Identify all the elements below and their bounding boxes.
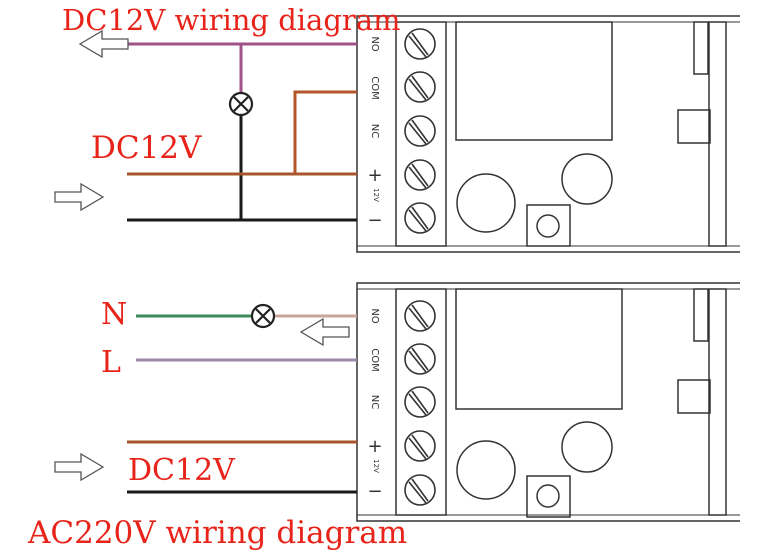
- top-input-arrow-icon: [54, 183, 104, 211]
- top-power-label: DC12V: [91, 130, 202, 166]
- bottom-terminal-com: COM: [369, 348, 380, 371]
- bottom-terminal-nc: NC: [369, 395, 380, 409]
- top-wire-com: [293, 90, 357, 174]
- bottom-l-label: L: [101, 345, 121, 380]
- bottom-lamp-icon: [250, 303, 276, 329]
- top-terminal-minus: −: [367, 210, 382, 231]
- top-wires: [127, 42, 357, 222]
- bottom-title: AC220V wiring diagram: [27, 515, 407, 551]
- top-diagram: NO COM NC + 12V − DC12V wiring diagram D…: [54, 3, 740, 253]
- bottom-terminal-no: NO: [369, 308, 380, 323]
- bottom-n-label: N: [101, 297, 127, 332]
- bottom-input-arrow-icon: [54, 453, 104, 481]
- bottom-wires: [127, 314, 357, 494]
- bottom-ac-arrow-icon: [300, 318, 350, 346]
- bottom-terminal-12v: 12V: [372, 459, 380, 473]
- top-terminal-plus: +: [367, 165, 382, 186]
- top-terminal-no: NO: [369, 36, 380, 51]
- top-terminal-com: COM: [369, 76, 380, 99]
- top-lamp-icon: [228, 91, 254, 117]
- bottom-terminal-plus: +: [367, 436, 382, 457]
- top-title: DC12V wiring diagram: [62, 3, 401, 37]
- top-terminal-nc: NC: [369, 124, 380, 138]
- bottom-terminal-minus: −: [367, 481, 382, 502]
- top-terminal-12v: 12V: [372, 188, 380, 202]
- bottom-terminal-labels: NO COM NC + 12V −: [367, 308, 382, 502]
- top-terminal-labels: NO COM NC + 12V −: [367, 36, 382, 231]
- bottom-power-label: DC12V: [128, 453, 236, 488]
- bottom-diagram: NO COM NC + 12V − N L DC12V AC220V wirin…: [27, 282, 740, 551]
